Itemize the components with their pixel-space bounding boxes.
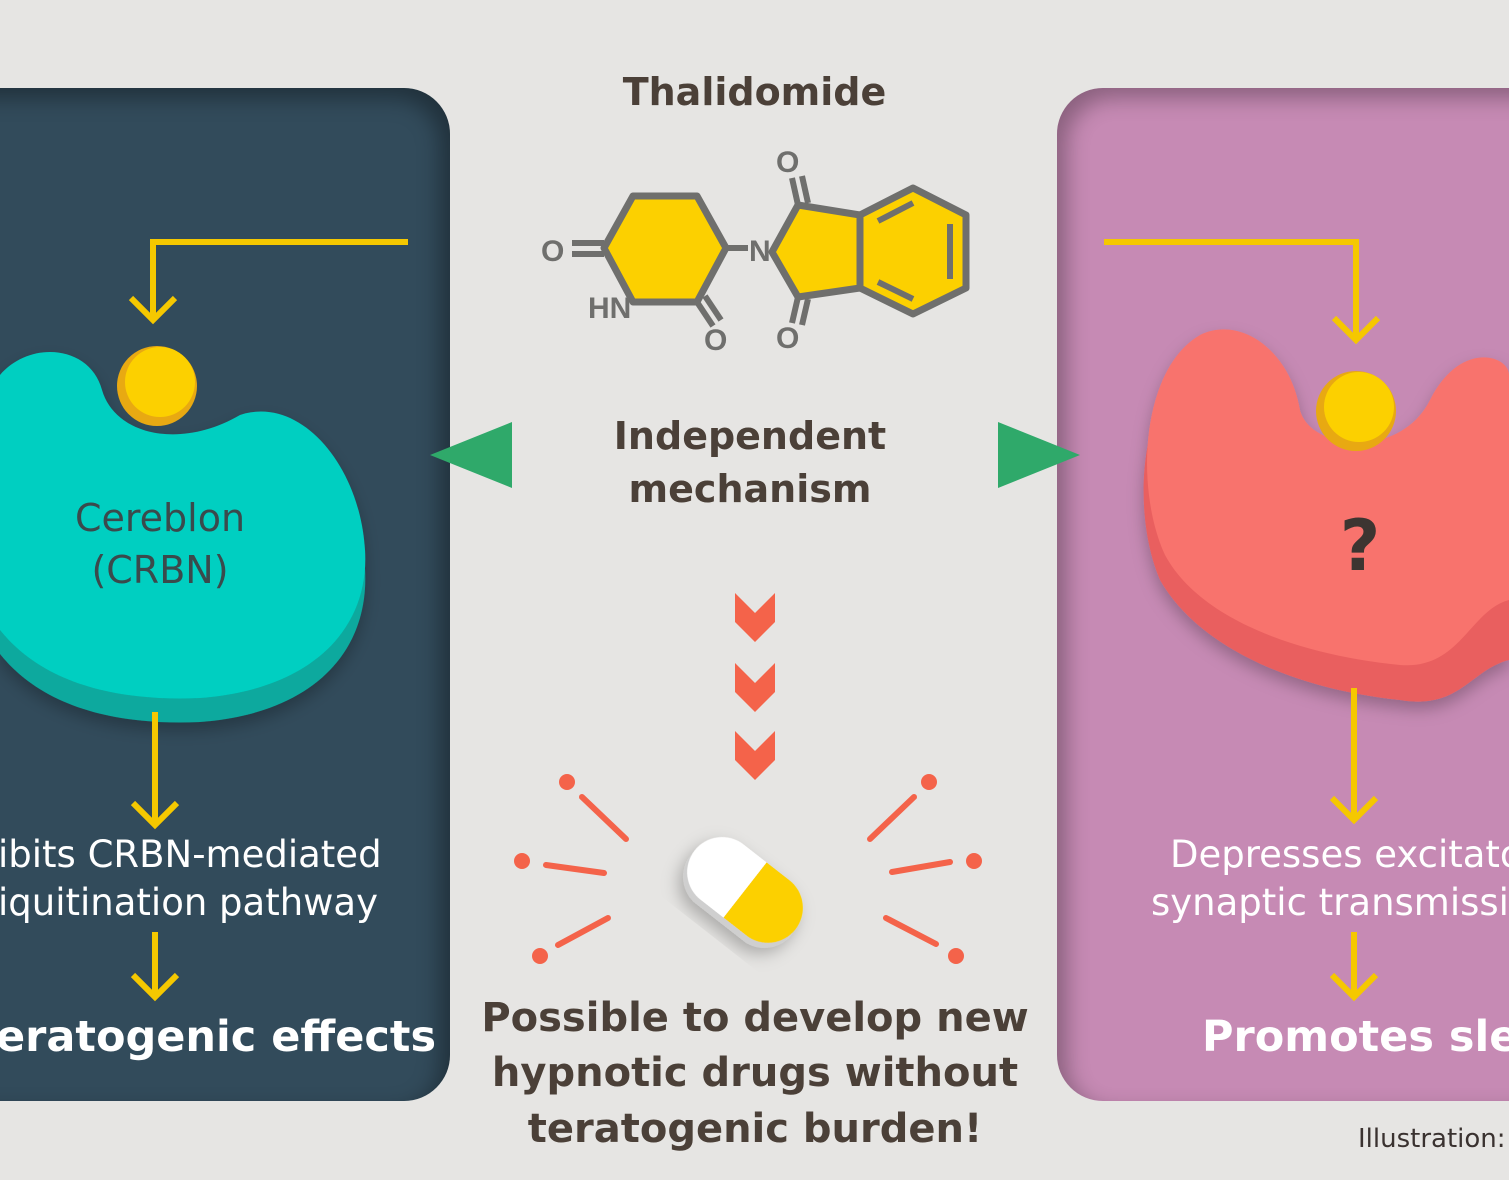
right-outcome: Promotes sleep [1202, 1012, 1509, 1062]
chevron-down-icon [735, 663, 775, 712]
page-title: Thalidomide [622, 70, 887, 114]
left-arrow-to-outcome [130, 932, 180, 1002]
left-effect-line2: iquitination pathway [0, 881, 378, 924]
chevron-down-icon-group [735, 593, 775, 780]
atom-o-bottom-left: O [704, 324, 727, 357]
mechanism-label-line2: mechanism [628, 467, 872, 511]
burst-dots [514, 774, 982, 964]
atom-n: N [749, 235, 771, 268]
left-input-arrow [128, 239, 408, 325]
mechanism-label-line1: Independent [613, 414, 887, 458]
left-ligand-ball [117, 346, 197, 426]
left-effect-line1: ibits CRBN-mediated [0, 833, 382, 876]
conclusion-line2: hypnotic drugs without [491, 1050, 1019, 1096]
imide-ring [768, 201, 864, 301]
pill-icon [683, 837, 803, 948]
cereblon-label-line2: (CRBN) [91, 548, 229, 592]
right-input-arrow [1104, 239, 1381, 345]
atom-hn: HN [588, 292, 631, 325]
unknown-protein-shape [1143, 329, 1509, 702]
left-outcome: eratogenic effects [0, 1012, 437, 1062]
right-arrow-to-outcome [1329, 932, 1379, 1002]
right-ligand-ball [1316, 371, 1396, 451]
atom-o-bottom-right: O [776, 322, 799, 355]
chevron-down-icon [735, 731, 775, 780]
green-pointer-right [998, 422, 1080, 488]
conclusion-line3: teratogenic burden! [527, 1106, 983, 1152]
cereblon-label-line1: Cereblon [74, 496, 246, 540]
atom-o-left: O [541, 235, 564, 268]
thalidomide-molecule: O O N HN O O [541, 146, 970, 357]
chevron-down-icon [735, 593, 775, 642]
glutarimide-ring [600, 192, 730, 306]
illustration-credit: Illustration: S [1358, 1124, 1509, 1154]
atom-o-top: O [776, 146, 799, 179]
right-effect-line1: Depresses excitator [1170, 833, 1509, 876]
unknown-protein-label: ? [1339, 505, 1381, 587]
green-pointer-left [430, 422, 512, 488]
right-effect-line2: synaptic transmissio [1151, 881, 1509, 924]
cereblon-protein-shape [0, 352, 366, 723]
right-arrow-to-effect [1329, 688, 1379, 825]
burst-lines [543, 794, 953, 948]
conclusion-line1: Possible to develop new [481, 995, 1029, 1041]
left-arrow-to-effect [130, 712, 180, 830]
